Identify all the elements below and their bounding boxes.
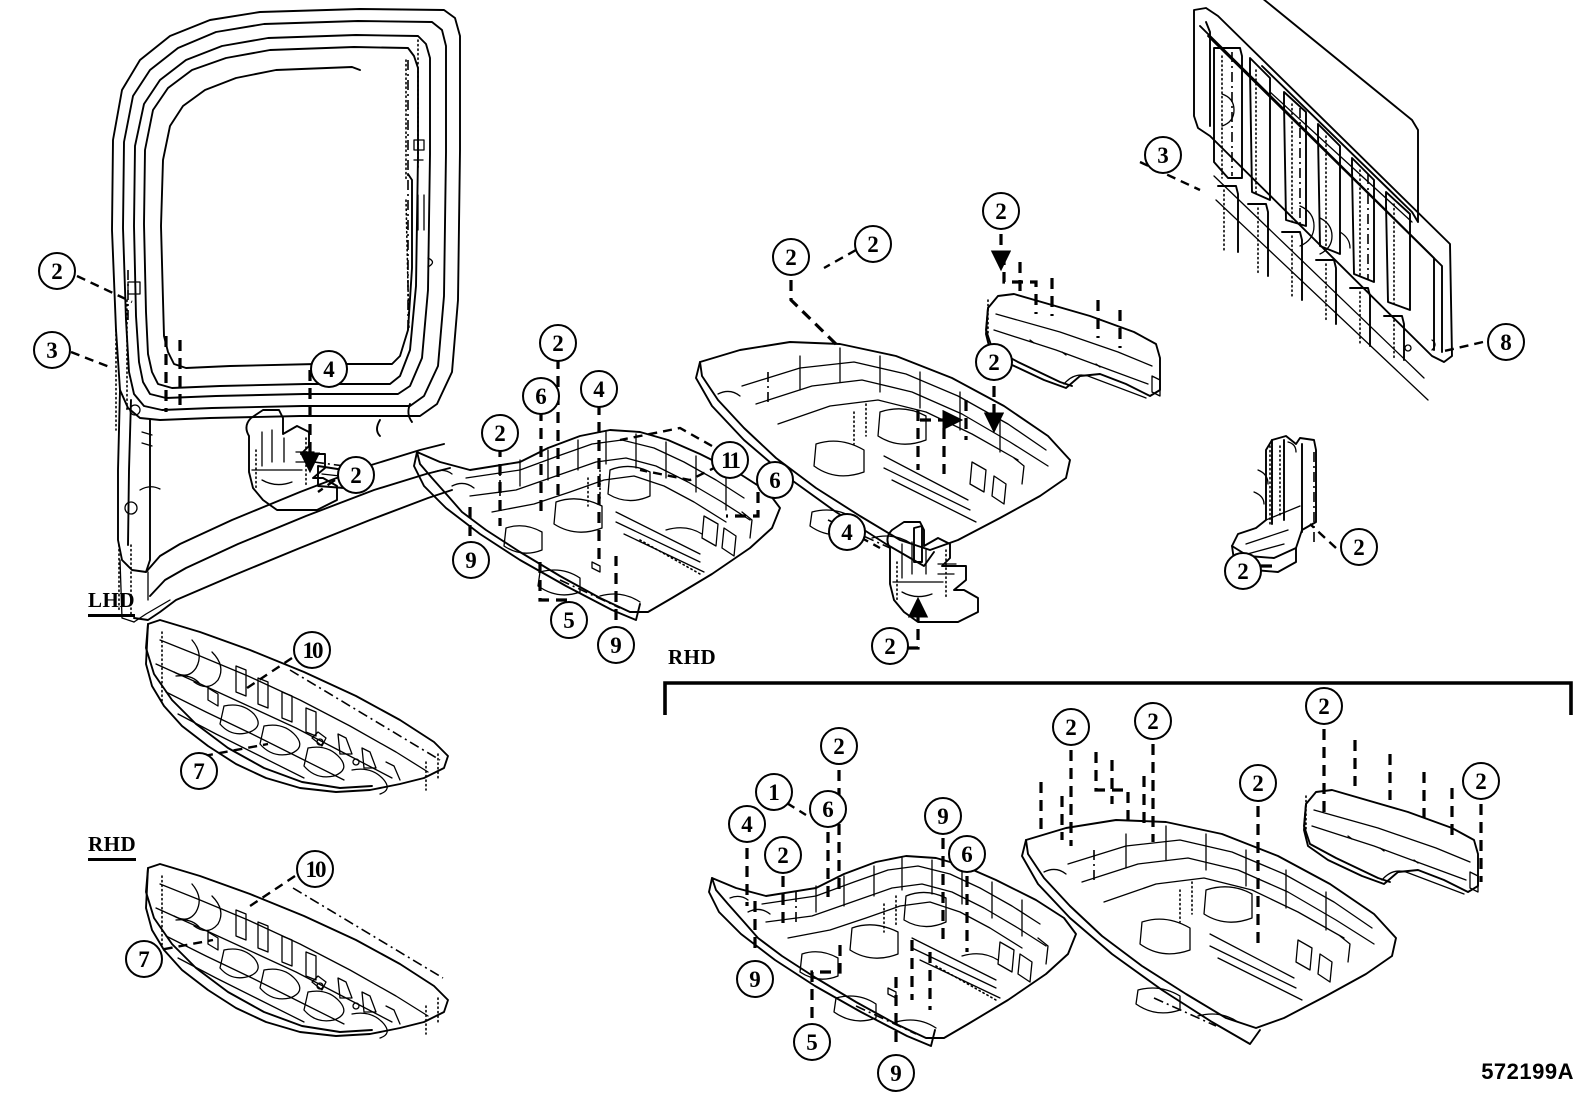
callout-bubble[interactable]: 4 [310,350,348,388]
callout-bubble[interactable]: 4 [728,805,766,843]
part-cowl-top-panel-lhd [145,619,449,795]
callout-bubble[interactable]: 2 [1224,552,1262,590]
section-label-rhd-group: RHD [668,645,717,669]
callout-bubble[interactable]: 2 [982,192,1020,230]
callout-bubble[interactable]: 2 [975,343,1013,381]
part-cab-back-panel [1193,0,1453,401]
callout-leader-lines [70,160,1484,1042]
callout-bubble[interactable]: 11 [711,441,749,479]
callout-bubble[interactable]: 2 [871,627,909,665]
callout-bubble[interactable]: 2 [1239,764,1277,802]
part-cowl-top-panel-rhd [145,863,449,1039]
callout-bubble[interactable]: 2 [539,324,577,362]
callout-bubble[interactable]: 10 [293,631,331,669]
section-label-lhd-cowl: LHD [88,588,136,617]
callout-bubble[interactable]: 6 [809,790,847,828]
phantom-assembly-outlines [164,254,1454,1010]
callout-bubble[interactable]: 2 [337,456,375,494]
callout-bubble[interactable]: 5 [793,1023,831,1061]
part-rear-cross-member-lhd [985,293,1161,399]
callout-bubble[interactable]: 2 [1305,687,1343,725]
part-rear-floor-pan-rhd [1021,819,1397,1045]
callout-bubble[interactable]: 10 [296,850,334,888]
diagram-code-label: 572199A [1481,1059,1574,1084]
callout-bubble[interactable]: 9 [452,541,490,579]
callout-bubble[interactable]: 2 [764,836,802,874]
callout-bubble[interactable]: 3 [33,331,71,369]
callout-bubble[interactable]: 4 [828,513,866,551]
callout-bubble[interactable]: 9 [924,797,962,835]
callout-bubble[interactable]: 3 [1144,136,1182,174]
callout-bubble[interactable]: 2 [772,238,810,276]
callout-bubble[interactable]: 2 [854,225,892,263]
part-door-opening-frame [111,8,461,623]
callout-bubble[interactable]: 2 [38,252,76,290]
part-rear-cross-member-rhd [1303,789,1479,895]
part-hinge-bracket-left [245,409,345,511]
callout-bubble[interactable]: 2 [820,727,858,765]
rhd-section-bracket [663,681,1573,715]
callout-bubble[interactable]: 2 [1340,528,1378,566]
callout-bubble[interactable]: 5 [550,601,588,639]
callout-bubble[interactable]: 2 [1134,702,1172,740]
callout-bubble[interactable]: 7 [180,752,218,790]
part-front-floor-pan-rhd [708,855,1077,1047]
section-label-rhd-cowl: RHD [88,832,137,861]
callout-bubble[interactable]: 7 [125,940,163,978]
callout-bubble[interactable]: 2 [1462,762,1500,800]
callout-bubble[interactable]: 1 [755,773,793,811]
callout-bubble[interactable]: 6 [756,461,794,499]
callout-bubble[interactable]: 9 [736,960,774,998]
callout-bubble[interactable]: 6 [522,377,560,415]
part-hinge-bracket-right [886,521,979,623]
part-rear-floor-pan-lhd [695,341,1071,567]
callout-bubble[interactable]: 2 [481,414,519,452]
callout-bubble[interactable]: 2 [1052,708,1090,746]
callout-bubble[interactable]: 9 [597,626,635,664]
callout-bubble[interactable]: 4 [580,370,618,408]
callout-bubble[interactable]: 6 [948,835,986,873]
callout-bubble[interactable]: 9 [877,1054,915,1092]
callout-bubble[interactable]: 8 [1487,323,1525,361]
